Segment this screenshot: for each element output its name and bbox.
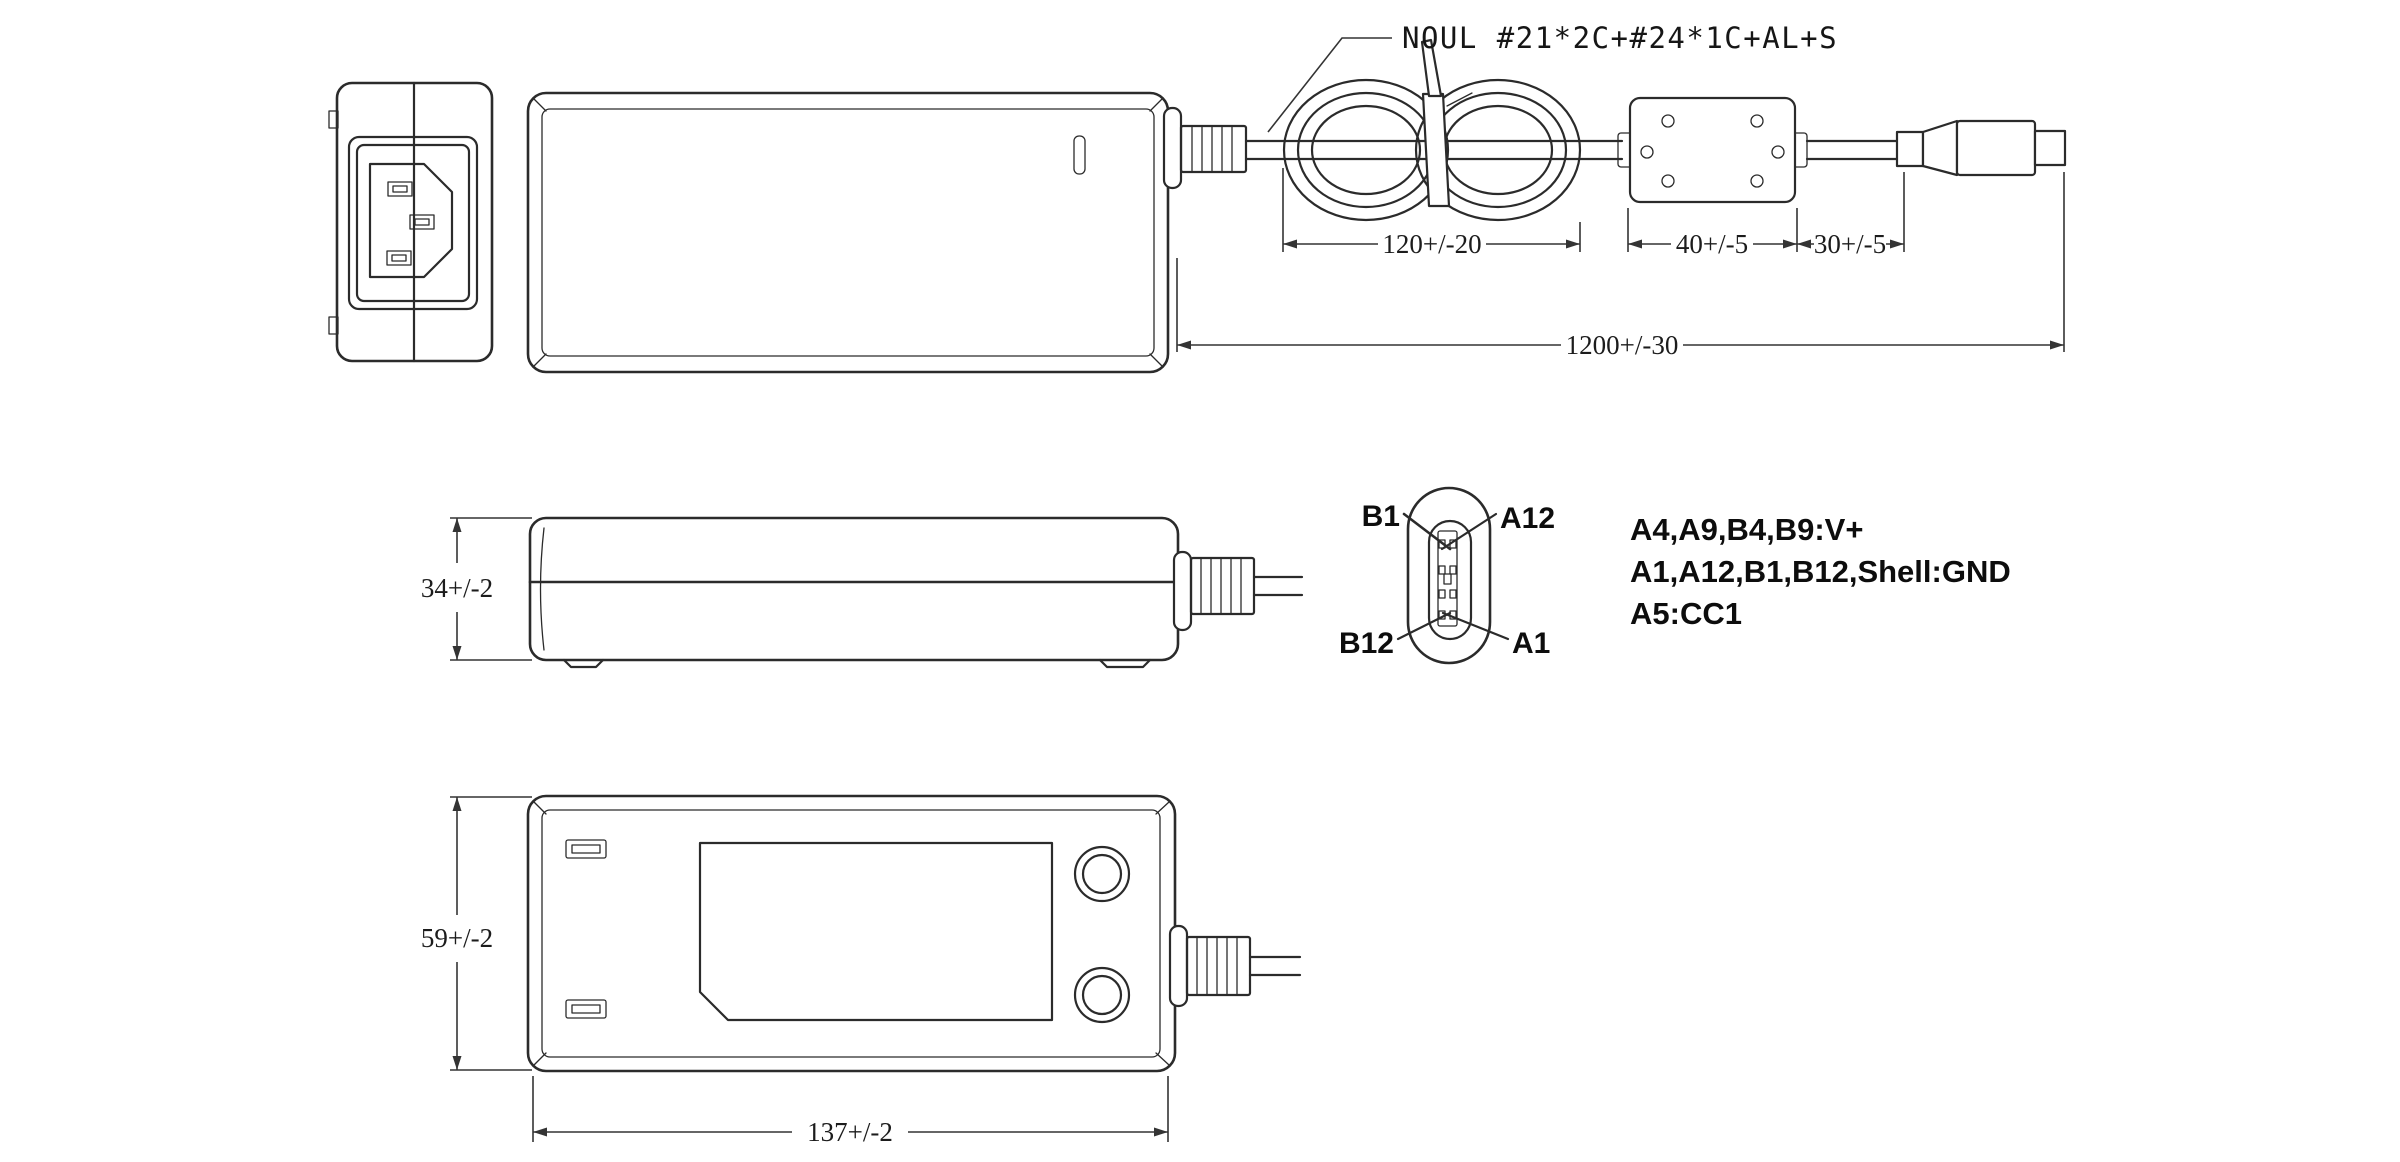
ferrite-body xyxy=(1628,96,1797,204)
dim-text-ferrite: 40+/-5 xyxy=(1676,229,1748,259)
pin-function-table: A4,A9,B4,B9:V+ A1,A12,B1,B12,Shell:GND A… xyxy=(1630,512,2011,631)
leader-b1 xyxy=(1402,512,1452,551)
side-view-outline xyxy=(528,516,1180,662)
plug-contacts xyxy=(1438,539,1457,620)
foot-right xyxy=(1098,658,1152,669)
dim-case-length: 137+/-2 xyxy=(532,1076,1169,1147)
corner-chamfer xyxy=(533,98,547,112)
ferrite-filter xyxy=(1617,96,1808,204)
bottom-view-inner-edge xyxy=(541,809,1161,1058)
cable-spec-label: NOUL #21*2C+#24*1C+AL+S xyxy=(1402,21,1838,55)
screw-boss-top xyxy=(1073,845,1131,903)
dim-text-width: 59+/-2 xyxy=(421,923,493,953)
dim-case-width: 59+/-2 xyxy=(421,796,532,1071)
top-view-adapter xyxy=(526,91,1170,374)
plug-face-inner xyxy=(1427,519,1473,641)
dim-case-height: 34+/-2 xyxy=(421,517,532,661)
cable-coil xyxy=(1282,38,1582,222)
dim-total-cable: 1200+/-30 xyxy=(1176,172,2065,360)
dim-ferrite-to-plug: 30+/-5 xyxy=(1797,172,1905,259)
corner-chamfer xyxy=(1149,353,1163,367)
mount-tab-top xyxy=(328,110,339,129)
plug-collar xyxy=(1895,130,1925,168)
pin-function-line1: A4,A9,B4,B9:V+ xyxy=(1630,512,1863,547)
bottom-strain-relief-boot xyxy=(1185,935,1252,997)
bottom-strain-relief-flange xyxy=(1168,924,1189,1008)
strain-relief-boot xyxy=(1179,124,1248,174)
side-view-left-edge xyxy=(539,527,545,651)
plug-body xyxy=(1955,119,2037,177)
strain-relief-flange xyxy=(1162,106,1183,190)
plug-tongue xyxy=(1437,530,1458,627)
usb-c-pinout-detail: B1 A12 B12 A1 xyxy=(1339,486,1555,665)
plug-tip xyxy=(2033,129,2067,167)
front-view-iec-inlet xyxy=(328,81,494,363)
output-cable-assembly xyxy=(1162,38,2067,222)
pin-function-line2: A1,A12,B1,B12,Shell:GND xyxy=(1630,554,2011,589)
led-window xyxy=(1073,135,1086,175)
dim-text-plug: 30+/-5 xyxy=(1814,229,1886,259)
cable-run-2 xyxy=(1805,139,1899,161)
vent-slot-bottom xyxy=(565,999,607,1019)
foot-left xyxy=(562,658,605,669)
pin-label-b1: B1 xyxy=(1362,500,1400,533)
top-view-inner-edge xyxy=(541,108,1155,357)
cable-spec-callout: NOUL #21*2C+#24*1C+AL+S xyxy=(1267,21,1838,133)
dim-coil-length: 120+/-20 xyxy=(1282,168,1581,259)
leader-a1 xyxy=(1441,611,1510,641)
pin-label-a12: A12 xyxy=(1500,502,1555,535)
dim-ferrite-length: 40+/-5 xyxy=(1627,208,1798,259)
iec-pin-slot-bottom xyxy=(386,250,412,266)
cable-tie-band xyxy=(1421,92,1451,208)
dim-text-coil: 120+/-20 xyxy=(1382,229,1481,259)
cable-tie-end xyxy=(1446,92,1473,107)
bottom-view-outline xyxy=(526,794,1177,1073)
corner-chamfer xyxy=(533,353,547,367)
usb-c-plug xyxy=(1895,119,2067,177)
cable-tie-tail xyxy=(1420,38,1443,98)
iec-c14-opening xyxy=(368,162,454,279)
pin-label-a1: A1 xyxy=(1512,627,1550,660)
inlet-frame-inner xyxy=(355,143,471,303)
bottom-view-adapter xyxy=(526,794,1302,1073)
screw-boss-bottom xyxy=(1073,966,1131,1024)
leader-b12 xyxy=(1396,611,1452,641)
dim-text-length: 137+/-2 xyxy=(807,1117,893,1147)
leader-line xyxy=(1267,37,1392,133)
label-area xyxy=(698,841,1054,1022)
dim-text-height: 34+/-2 xyxy=(421,573,493,603)
plug-face-outer xyxy=(1406,486,1492,665)
iec-pin-slot-middle xyxy=(409,214,435,230)
vent-slot-top xyxy=(565,839,607,859)
corner-chamfer xyxy=(1149,98,1163,112)
pin-function-line3: A5:CC1 xyxy=(1630,596,1742,631)
plug-taper xyxy=(1921,119,1959,177)
pin-label-b12: B12 xyxy=(1339,627,1394,660)
leader-a12 xyxy=(1440,512,1498,551)
inlet-frame-outer xyxy=(347,135,479,311)
top-view-outline xyxy=(526,91,1170,374)
side-strain-relief-boot xyxy=(1189,556,1256,616)
mount-tab-bottom xyxy=(328,316,339,335)
dim-text-total: 1200+/-30 xyxy=(1566,330,1679,360)
side-strain-relief-flange xyxy=(1172,550,1193,632)
side-view-adapter xyxy=(528,516,1304,669)
iec-pin-slot-top xyxy=(387,181,413,197)
